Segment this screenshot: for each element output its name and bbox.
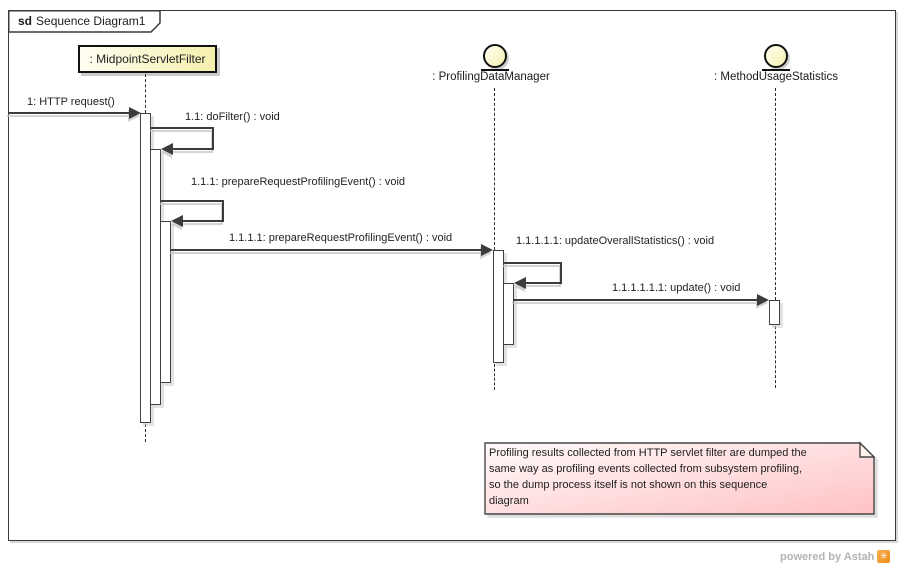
astah-logo-icon: ✳ bbox=[877, 550, 891, 563]
lifeline-profilingdatamanager-tail[interactable] bbox=[494, 364, 495, 390]
note-shape[interactable] bbox=[484, 441, 876, 517]
lifeline-name: : MidpointServletFilter bbox=[89, 52, 206, 66]
message-updateoverall-label[interactable]: 1.1.1.1.1: updateOverallStatistics() : v… bbox=[516, 235, 715, 247]
message-http-request-arrow[interactable] bbox=[8, 104, 144, 122]
lifeline-label-profilingdatamanager[interactable]: : ProfilingDataManager bbox=[432, 71, 550, 83]
frame-name-tab[interactable] bbox=[8, 10, 163, 33]
message-prepare2-label[interactable]: 1.1.1.1: prepareRequestProfilingEvent() … bbox=[229, 232, 453, 244]
message-prepare1-label[interactable]: 1.1.1: prepareRequestProfilingEvent() : … bbox=[191, 176, 406, 188]
activation-msf-prepare[interactable] bbox=[160, 221, 171, 383]
activation-mus[interactable] bbox=[769, 300, 780, 325]
activation-pdm-update[interactable] bbox=[503, 283, 514, 345]
message-updateoverall-arrow[interactable] bbox=[503, 255, 565, 291]
watermark: powered by Astah ✳ bbox=[780, 550, 891, 563]
lifeline-methodusagestatistics-tail[interactable] bbox=[775, 326, 776, 388]
note-text[interactable]: Profiling results collected from HTTP se… bbox=[489, 445, 871, 509]
note-line: diagram bbox=[489, 495, 529, 507]
message-dofilter-label[interactable]: 1.1: doFilter() : void bbox=[185, 111, 280, 123]
entity-icon-methodusagestatistics[interactable] bbox=[764, 44, 788, 68]
frame-keyword: sd bbox=[18, 14, 33, 28]
lifeline-label-methodusagestatistics[interactable]: : MethodUsageStatistics bbox=[713, 71, 838, 83]
entity-icon-underline bbox=[481, 69, 509, 71]
message-prepare2-arrow[interactable] bbox=[171, 242, 497, 258]
lifeline-head-midpointservletfilter[interactable]: : MidpointServletFilter bbox=[78, 45, 217, 73]
message-dofilter-arrow[interactable] bbox=[150, 120, 218, 158]
message-prepare1-arrow[interactable] bbox=[160, 193, 228, 231]
note-line: same way as profiling events collected f… bbox=[489, 463, 803, 475]
powered-by-text: powered by Astah bbox=[780, 550, 875, 563]
message-update-arrow[interactable] bbox=[513, 292, 771, 308]
message-update-label[interactable]: 1.1.1.1.1.1: update() : void bbox=[612, 282, 741, 294]
lifeline-methodusagestatistics[interactable] bbox=[775, 88, 776, 300]
entity-icon-underline bbox=[762, 69, 790, 71]
lifeline-midpointservletfilter[interactable] bbox=[145, 74, 146, 113]
lifeline-profilingdatamanager[interactable] bbox=[494, 88, 495, 250]
entity-icon-profilingdatamanager[interactable] bbox=[483, 44, 507, 68]
note-line: so the dump process itself is not shown … bbox=[489, 479, 768, 491]
lifeline-midpointservletfilter-tail[interactable] bbox=[145, 424, 146, 442]
note-line: Profiling results collected from HTTP se… bbox=[489, 447, 807, 459]
frame-title-text: Sequence Diagram1 bbox=[36, 14, 146, 28]
message-http-request-label[interactable]: 1: HTTP request() bbox=[27, 96, 115, 108]
